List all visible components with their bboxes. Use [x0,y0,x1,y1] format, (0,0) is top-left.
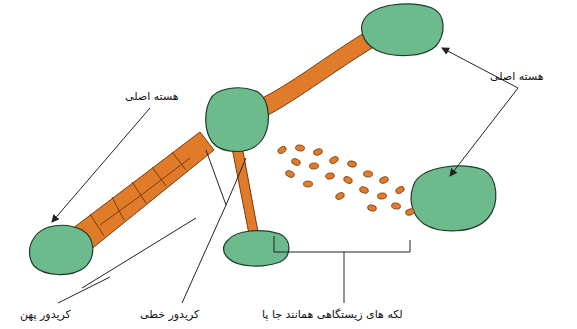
stepping-stone [335,191,346,200]
stepping-stone [367,204,377,212]
stepping-stone [285,170,296,179]
stepping-stone [377,193,387,200]
stepping-stone [325,172,335,180]
stepping-stone [343,175,354,184]
stepping-stone [405,208,415,216]
stepping-stone [295,144,305,151]
stepping-stone [329,155,340,164]
core-label: هسته اصلی [125,90,179,103]
stepping-stone [309,163,318,169]
stepping-stone [291,158,302,167]
stepping-stone [395,185,406,195]
core-patches [30,4,496,275]
stepping-stone-label: لکه های زیستگاهی همانند جا پا [262,308,403,321]
stepping-stone [379,176,390,185]
linear-corridor-label: کریدور خطی [140,308,199,321]
stepping-stone [277,145,288,155]
stepping-stone [313,148,323,156]
stepping-stone [363,171,372,177]
wide-corridor-label: کریدور پهن [20,308,71,321]
leader-lines [52,48,518,303]
stepping-stone [391,202,401,209]
stepping-stones [277,144,416,216]
corridor-segments [90,152,190,236]
stepping-stone [347,160,357,168]
stepping-stone [303,181,312,187]
core-label: هسته اصلی [490,70,544,83]
stepping-stone [359,186,369,194]
corridor [258,28,382,115]
